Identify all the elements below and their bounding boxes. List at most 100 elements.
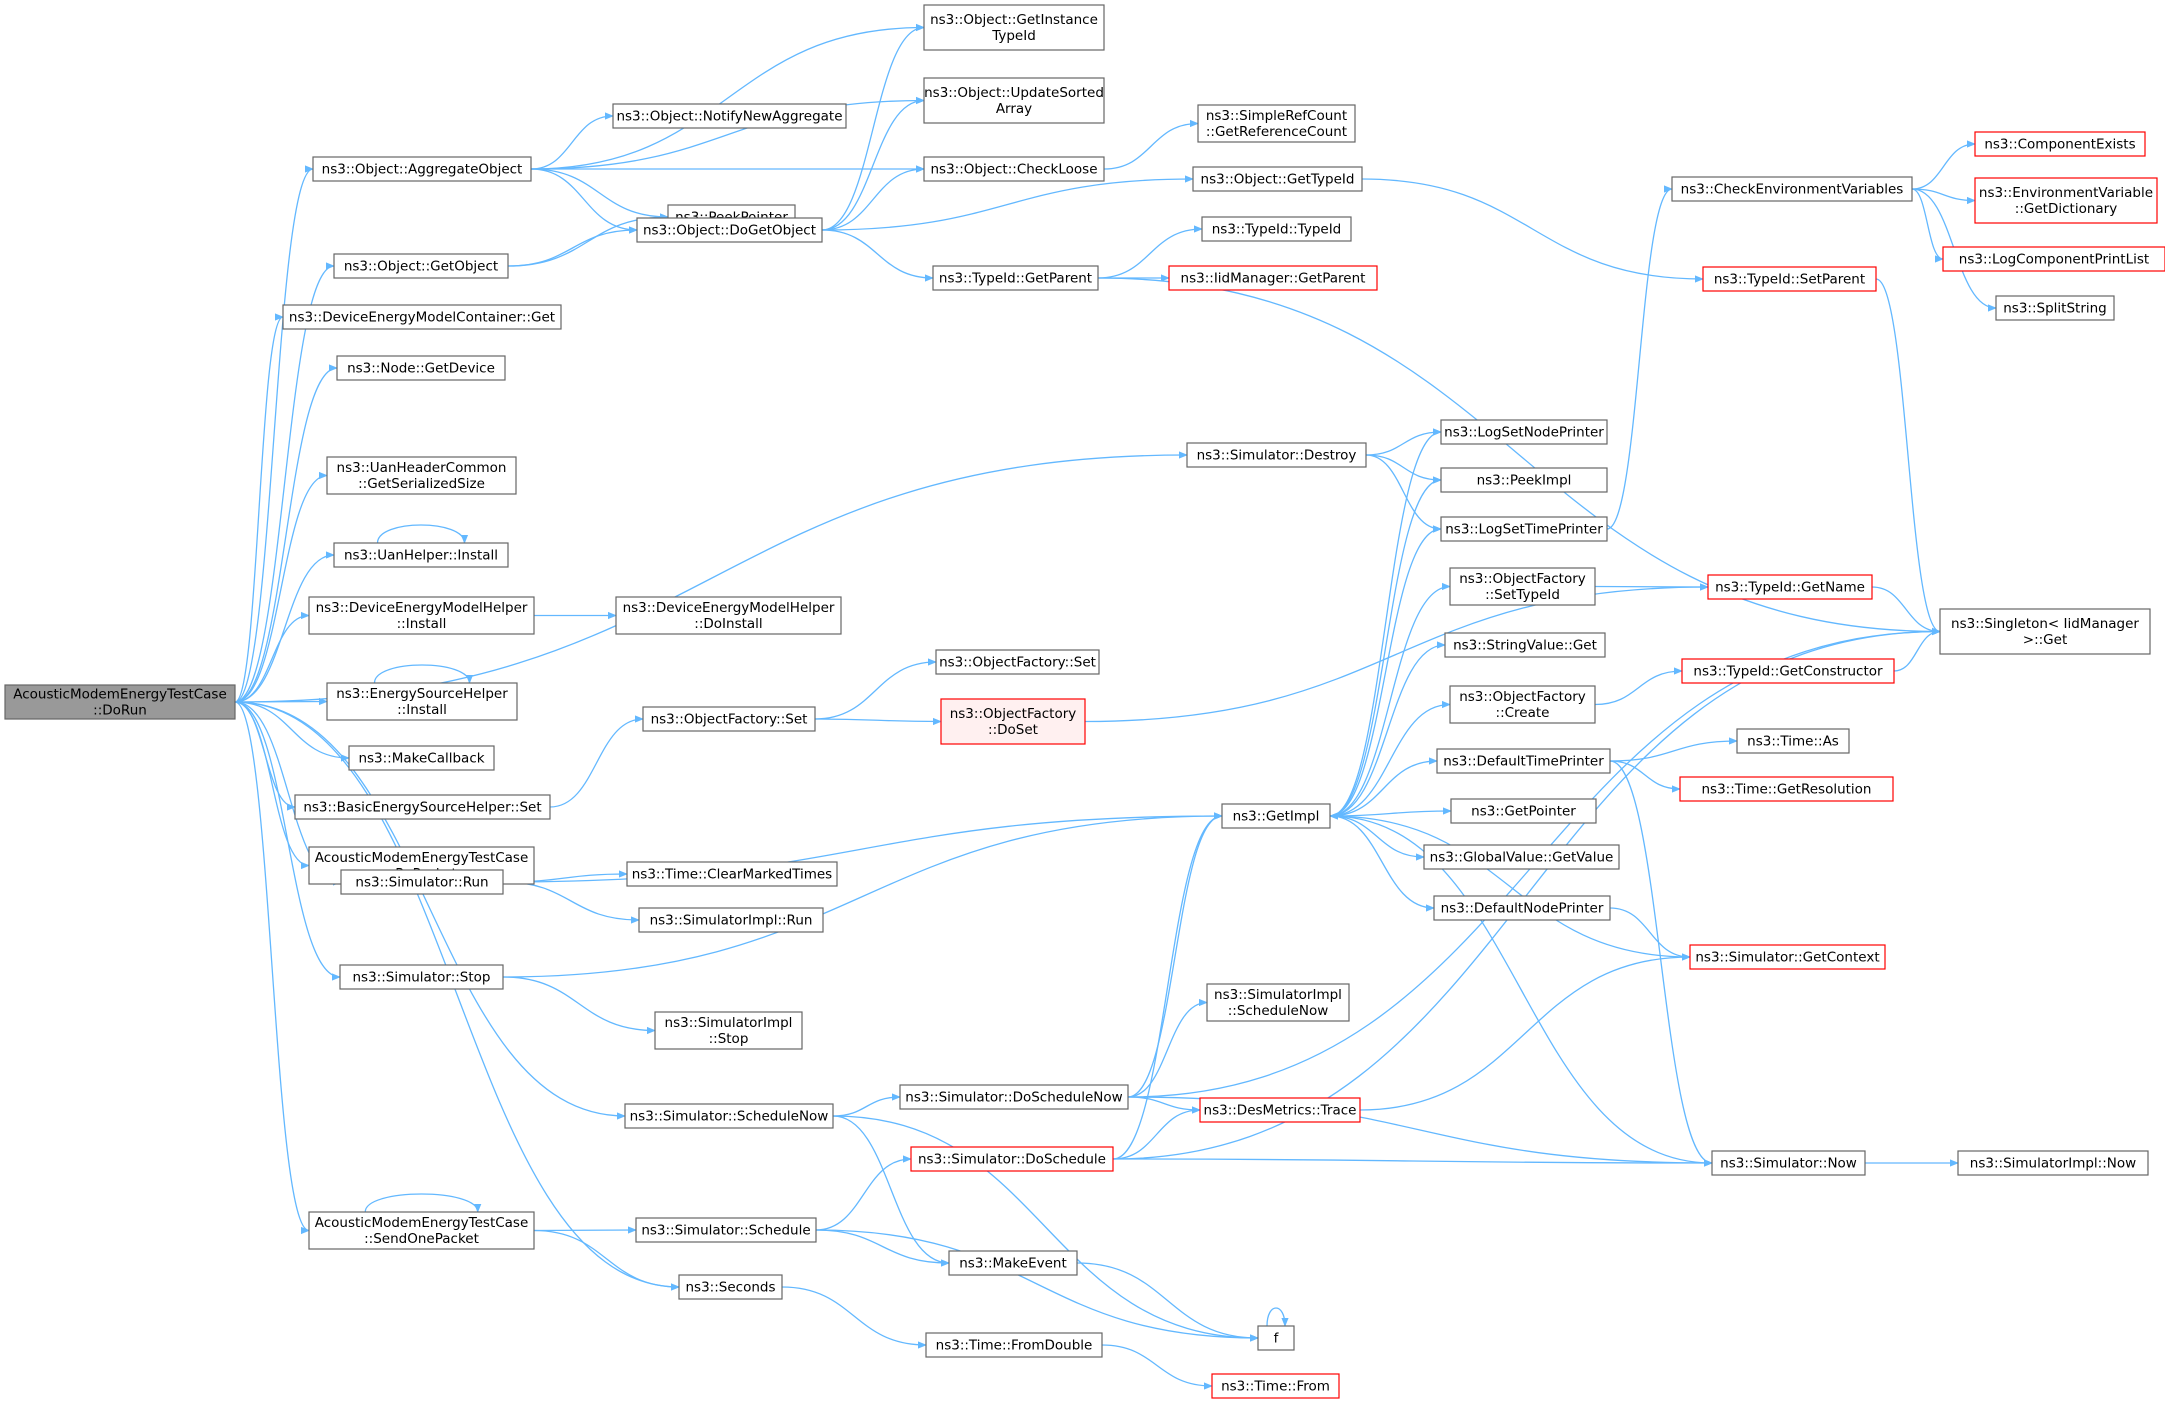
node-makecallback[interactable]: ns3::MakeCallback	[348, 745, 495, 771]
node-of_set1[interactable]: ns3::ObjectFactory::Set	[642, 706, 816, 732]
node-sim_getcontext[interactable]: ns3::Simulator::GetContext	[1689, 944, 1886, 970]
node-logcomp[interactable]: ns3::LogComponentPrintList	[1942, 246, 2165, 272]
node-box[interactable]	[1206, 983, 1350, 1022]
node-simimpl_run[interactable]: ns3::SimulatorImpl::Run	[638, 907, 824, 933]
node-box[interactable]	[1679, 776, 1894, 802]
node-box[interactable]	[1186, 442, 1367, 468]
node-box[interactable]	[1942, 246, 2165, 272]
node-box[interactable]	[1702, 266, 1877, 292]
node-box[interactable]	[1974, 177, 2158, 224]
node-defaultnode[interactable]: ns3::DefaultNodePrinter	[1433, 895, 1611, 921]
node-demh_install[interactable]: ns3::DeviceEnergyModelHelper::Install	[308, 596, 535, 635]
node-typeid_getctor[interactable]: ns3::TypeId::GetConstructor	[1681, 658, 1895, 684]
node-box[interactable]	[1211, 1373, 1340, 1399]
node-esh_install[interactable]: ns3::EnergySourceHelper::Install	[326, 682, 518, 721]
node-box[interactable]	[333, 542, 509, 568]
node-getobject[interactable]: ns3::Object::GetObject	[333, 253, 509, 279]
node-uan_hdr[interactable]: ns3::UanHeaderCommon::GetSerializedSize	[326, 456, 517, 495]
node-logsetnode[interactable]: ns3::LogSetNodePrinter	[1440, 419, 1608, 445]
node-singleton[interactable]: ns3::Singleton< IidManager>::Get	[1939, 608, 2151, 655]
node-of_create[interactable]: ns3::ObjectFactory::Create	[1449, 685, 1596, 724]
node-simimpl_schednow[interactable]: ns3::SimulatorImpl::ScheduleNow	[1206, 983, 1350, 1022]
node-sim_now[interactable]: ns3::Simulator::Now	[1711, 1150, 1866, 1176]
node-box[interactable]	[1436, 748, 1611, 774]
node-box[interactable]	[932, 265, 1099, 291]
node-typeid_setparent[interactable]: ns3::TypeId::SetParent	[1702, 266, 1877, 292]
node-box[interactable]	[1939, 608, 2151, 655]
node-box[interactable]	[1957, 1150, 2149, 1176]
node-box[interactable]	[910, 1146, 1114, 1172]
node-box[interactable]	[340, 869, 504, 895]
node-box[interactable]	[1736, 728, 1850, 754]
node-box[interactable]	[948, 1250, 1078, 1276]
node-box[interactable]	[678, 1274, 783, 1300]
node-box[interactable]	[1168, 265, 1378, 291]
node-sim_schedule[interactable]: ns3::Simulator::Schedule	[635, 1217, 817, 1243]
node-box[interactable]	[1257, 1325, 1295, 1351]
node-stringvalue_get[interactable]: ns3::StringValue::Get	[1444, 632, 1606, 658]
node-sendone[interactable]: AcousticModemEnergyTestCase::SendOnePack…	[308, 1211, 535, 1250]
node-box[interactable]	[339, 964, 504, 990]
node-src_getrefcount[interactable]: ns3::SimpleRefCount::GetReferenceCount	[1197, 104, 1356, 143]
node-box[interactable]	[326, 682, 518, 721]
node-box[interactable]	[1681, 658, 1895, 684]
node-box[interactable]	[624, 1103, 834, 1129]
node-box[interactable]	[294, 794, 551, 820]
node-box[interactable]	[923, 77, 1105, 124]
node-sim_doschedule[interactable]: ns3::Simulator::DoSchedule	[910, 1146, 1114, 1172]
node-box[interactable]	[1199, 1097, 1361, 1123]
node-obj_gettypeid[interactable]: ns3::Object::GetTypeId	[1192, 166, 1363, 192]
node-splitstring[interactable]: ns3::SplitString	[1995, 295, 2115, 321]
node-compexists[interactable]: ns3::ComponentExists	[1974, 131, 2146, 157]
node-node_getdevice[interactable]: ns3::Node::GetDevice	[336, 355, 506, 381]
node-box[interactable]	[308, 1211, 535, 1250]
node-box[interactable]	[326, 456, 517, 495]
node-f[interactable]: f	[1257, 1325, 1295, 1351]
node-box[interactable]	[1689, 944, 1886, 970]
node-time_as[interactable]: ns3::Time::As	[1736, 728, 1850, 754]
node-box[interactable]	[1449, 685, 1596, 724]
node-simimpl_now[interactable]: ns3::SimulatorImpl::Now	[1957, 1150, 2149, 1176]
node-box[interactable]	[4, 684, 236, 720]
node-box[interactable]	[333, 253, 509, 279]
node-getpointer[interactable]: ns3::GetPointer	[1450, 798, 1597, 824]
node-box[interactable]	[642, 706, 816, 732]
node-box[interactable]	[1423, 844, 1620, 870]
node-typeid_typeid[interactable]: ns3::TypeId::TypeId	[1201, 216, 1352, 242]
node-sim_schednow[interactable]: ns3::Simulator::ScheduleNow	[624, 1103, 834, 1129]
node-box[interactable]	[308, 596, 535, 635]
node-makeevent[interactable]: ns3::MakeEvent	[948, 1250, 1078, 1276]
node-box[interactable]	[923, 4, 1105, 51]
node-box[interactable]	[1440, 467, 1608, 493]
node-box[interactable]	[1440, 516, 1608, 542]
node-getimpl[interactable]: ns3::GetImpl	[1221, 803, 1331, 829]
node-fromdouble[interactable]: ns3::Time::FromDouble	[925, 1332, 1103, 1358]
node-box[interactable]	[638, 907, 824, 933]
node-globalvalue[interactable]: ns3::GlobalValue::GetValue	[1423, 844, 1620, 870]
node-box[interactable]	[940, 698, 1086, 745]
node-box[interactable]	[282, 304, 562, 330]
node-box[interactable]	[1444, 632, 1606, 658]
node-box[interactable]	[1440, 419, 1608, 445]
node-box[interactable]	[923, 156, 1105, 182]
node-box[interactable]	[1197, 104, 1356, 143]
node-box[interactable]	[1433, 895, 1611, 921]
node-box[interactable]	[636, 217, 823, 243]
node-box[interactable]	[1707, 574, 1873, 600]
node-peekimpl[interactable]: ns3::PeekImpl	[1440, 467, 1608, 493]
node-box[interactable]	[935, 649, 1100, 675]
node-box[interactable]	[1221, 803, 1331, 829]
node-of_set2[interactable]: ns3::ObjectFactory::Set	[935, 649, 1100, 675]
node-box[interactable]	[348, 745, 495, 771]
node-box[interactable]	[1974, 131, 2146, 157]
node-box[interactable]	[1449, 567, 1596, 606]
node-checkloose[interactable]: ns3::Object::CheckLoose	[923, 156, 1105, 182]
node-box[interactable]	[1201, 216, 1352, 242]
node-box[interactable]	[612, 103, 847, 129]
node-besh_set[interactable]: ns3::BasicEnergySourceHelper::Set	[294, 794, 551, 820]
node-of_doset[interactable]: ns3::ObjectFactory::DoSet	[940, 698, 1086, 745]
node-seconds[interactable]: ns3::Seconds	[678, 1274, 783, 1300]
node-envvar[interactable]: ns3::EnvironmentVariable::GetDictionary	[1974, 177, 2158, 224]
node-sim_run[interactable]: ns3::Simulator::Run	[340, 869, 504, 895]
node-box[interactable]	[626, 861, 838, 887]
